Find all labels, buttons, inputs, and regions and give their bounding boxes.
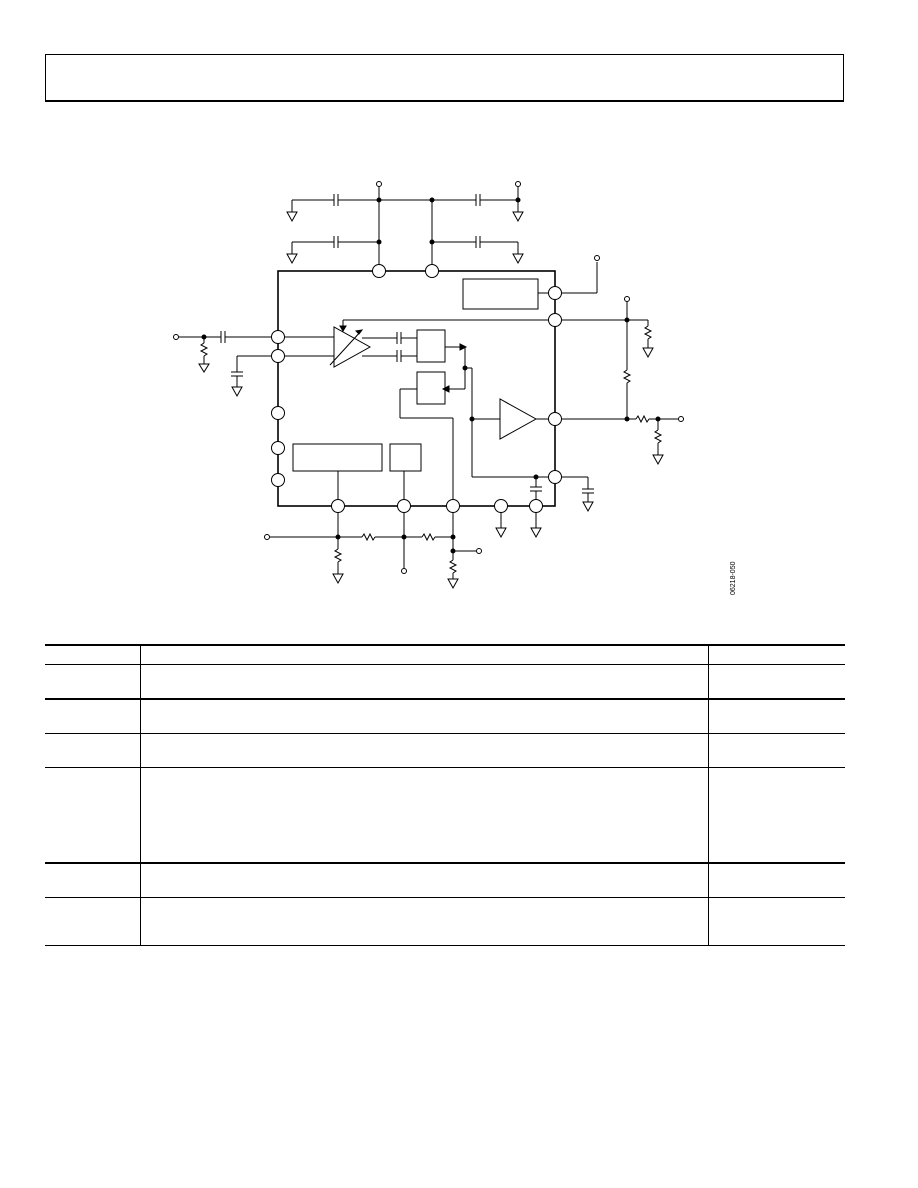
pin-left-3 xyxy=(271,406,285,420)
control-block xyxy=(292,443,383,472)
supply-decoupling-network xyxy=(286,181,524,265)
table-header-row xyxy=(45,644,845,665)
pin-bottom-1 xyxy=(331,499,345,513)
figure-id-label: 06218-050 xyxy=(730,561,737,595)
bias-block xyxy=(389,443,422,472)
pin-top-1 xyxy=(372,264,386,278)
reference-block xyxy=(462,278,539,310)
pin-bottom-2 xyxy=(397,499,411,513)
filter-block-2 xyxy=(416,371,446,405)
pin-top-2 xyxy=(425,264,439,278)
pin-right-3 xyxy=(548,412,562,426)
pin-right-1 xyxy=(548,286,562,300)
page-header-box xyxy=(45,54,844,102)
table-row xyxy=(45,733,845,768)
pin-left-4 xyxy=(271,441,285,455)
pin-right-2 xyxy=(548,313,562,327)
pin-left-1 xyxy=(271,330,285,344)
table-row xyxy=(45,698,845,734)
table-row xyxy=(45,767,845,864)
variable-gain-amplifier xyxy=(284,319,549,368)
pin-left-2 xyxy=(271,349,285,363)
table-row xyxy=(45,897,845,946)
ic-body xyxy=(277,270,556,507)
input-network xyxy=(173,331,272,398)
table-row xyxy=(45,862,845,898)
output-amplifier xyxy=(465,367,549,480)
output-network xyxy=(561,296,684,513)
pin-left-5 xyxy=(271,473,285,487)
filter-block-1 xyxy=(416,329,446,363)
table-row xyxy=(45,664,845,700)
application-circuit-schematic xyxy=(173,181,684,590)
gain-control-network xyxy=(264,512,542,590)
pin-bottom-3 xyxy=(446,499,460,513)
pin-bottom-4 xyxy=(494,499,508,513)
pin-right-4 xyxy=(548,470,562,484)
pin-bottom-5 xyxy=(529,499,543,513)
